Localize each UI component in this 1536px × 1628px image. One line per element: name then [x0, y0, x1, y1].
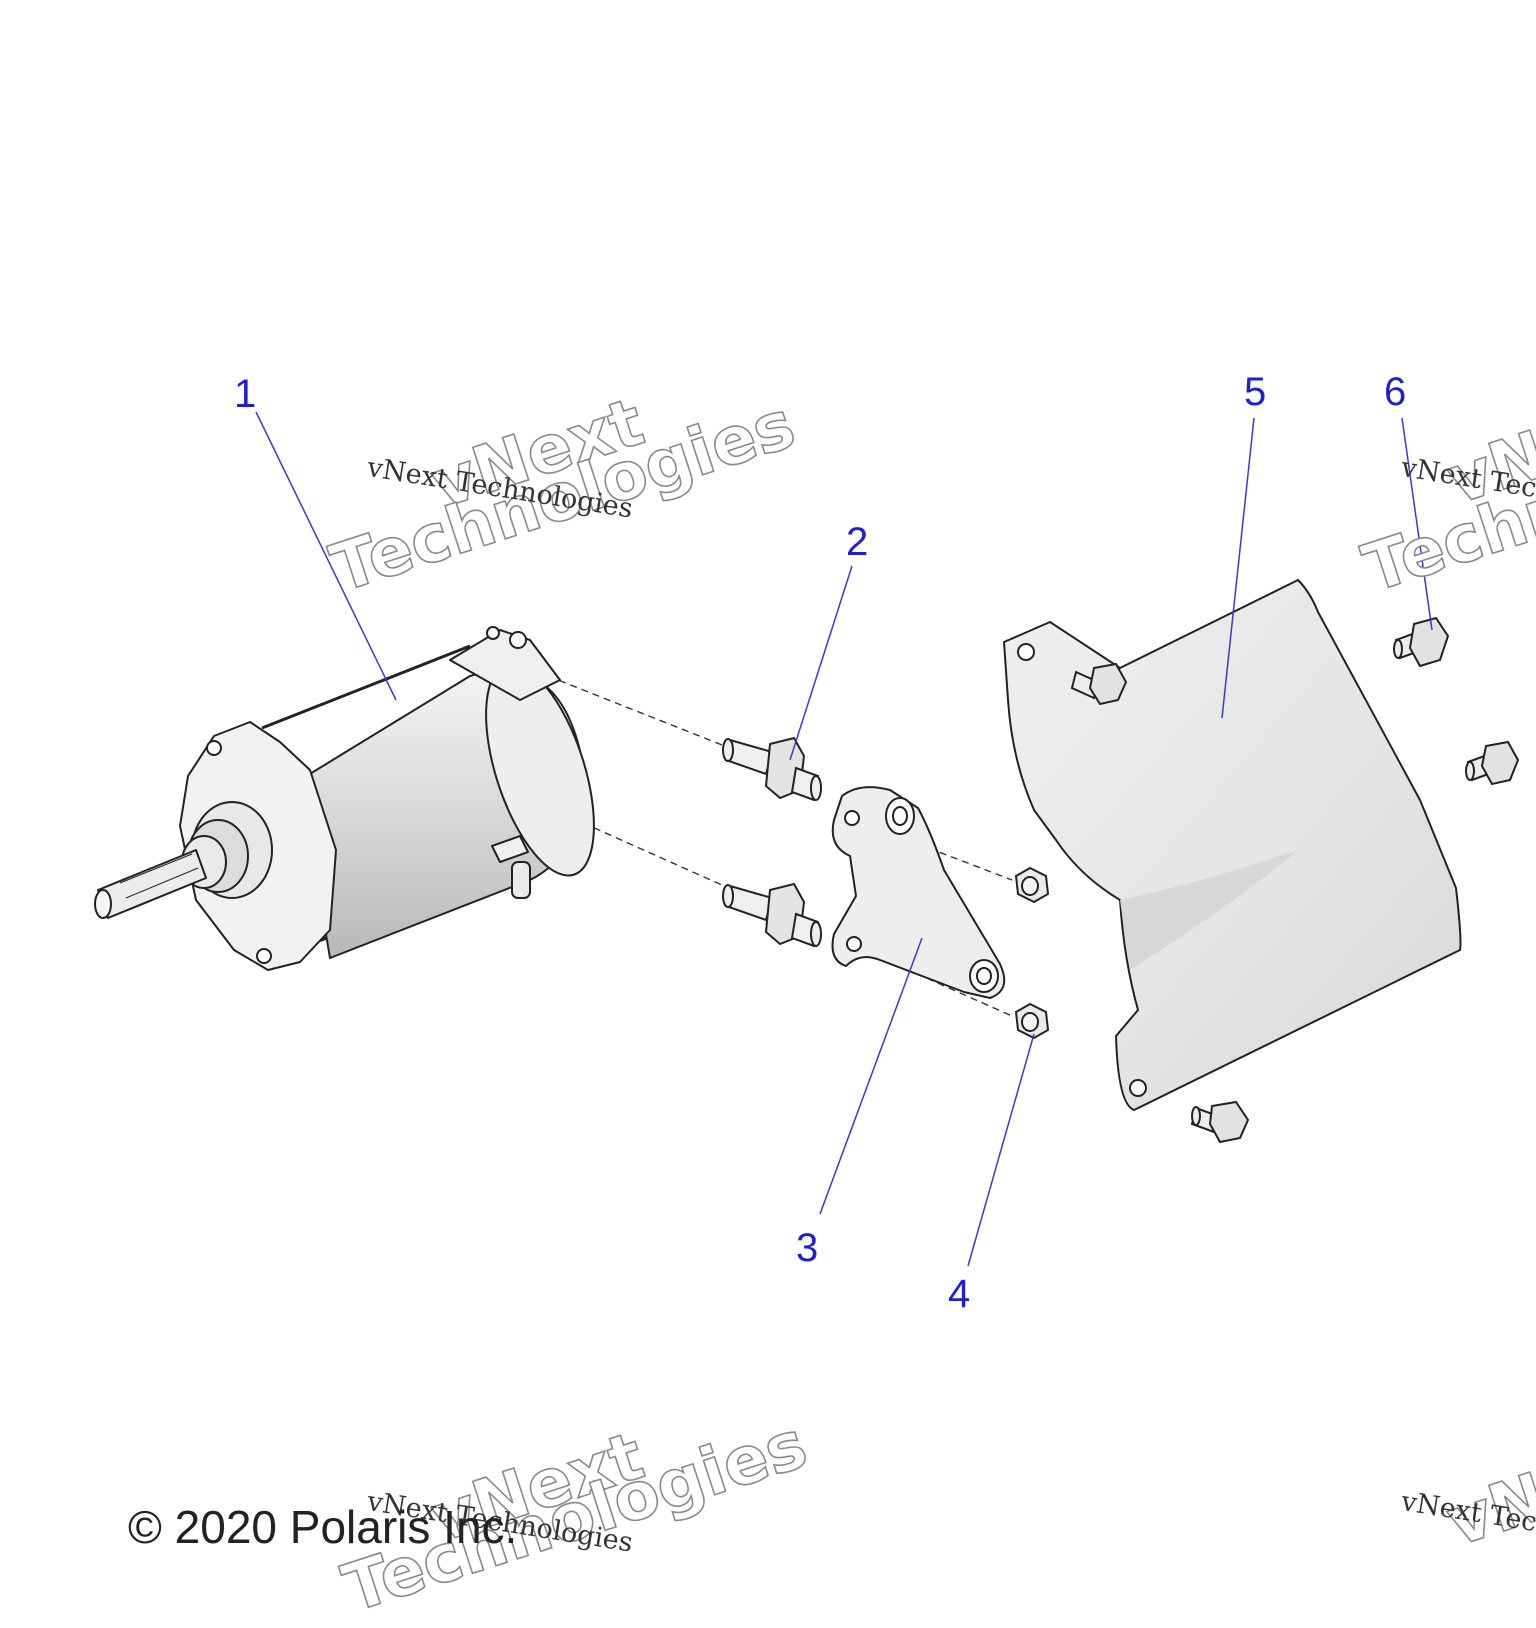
callout-3: 3 — [796, 1226, 819, 1270]
mounting-bracket — [831, 786, 1006, 999]
callout-6: 6 — [1384, 370, 1407, 414]
callout-1: 1 — [234, 372, 257, 416]
nut-lower — [1014, 1002, 1050, 1040]
callout-2: 2 — [846, 520, 869, 564]
starter-motor — [94, 626, 595, 971]
callout-4: 4 — [948, 1272, 971, 1316]
diagram-drawing — [94, 411, 1520, 1267]
exploded-parts-diagram — [94, 411, 1520, 1267]
flange-bolt-a — [1070, 662, 1128, 706]
copyright-notice: © 2020 Polaris Inc. — [128, 1501, 518, 1553]
stud-bolt-lower — [722, 882, 822, 948]
flange-bolt-b — [1393, 616, 1450, 668]
stud-bolt-upper — [722, 736, 822, 802]
flange-bolt-d — [1190, 1100, 1250, 1144]
callout-5: 5 — [1244, 370, 1267, 414]
heat-shield — [1003, 579, 1462, 1111]
nut-upper — [1014, 866, 1050, 904]
leader-lines — [255, 411, 1433, 1267]
flange-bolt-c — [1465, 740, 1520, 786]
